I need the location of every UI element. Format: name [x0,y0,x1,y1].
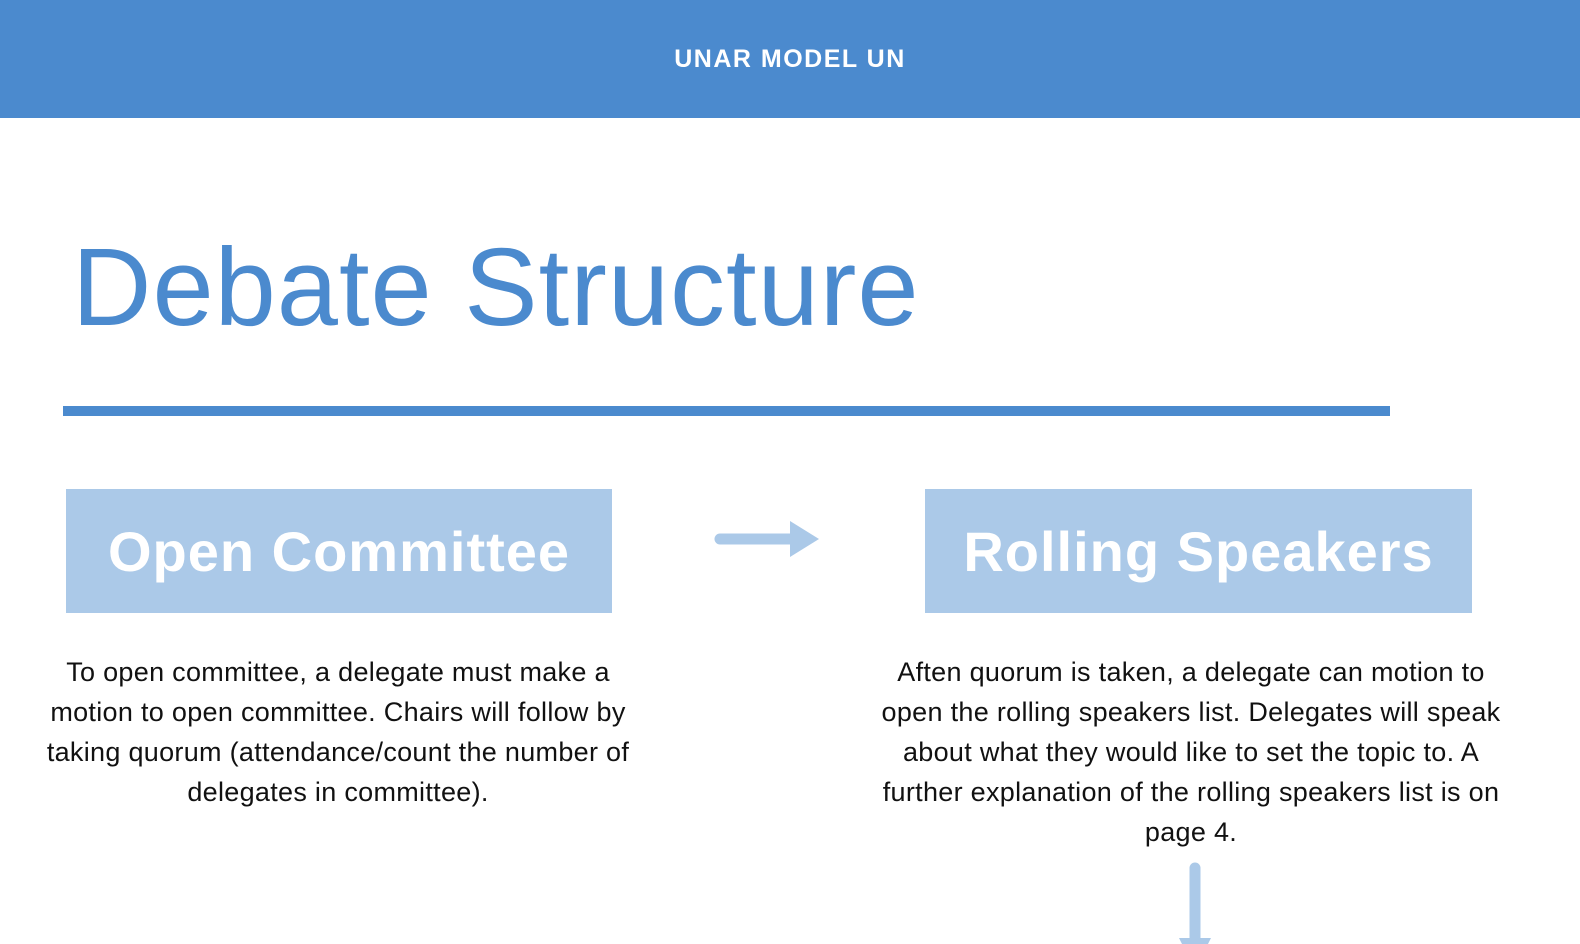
step-box-open-committee: Open Committee [66,489,612,613]
step-heading-open-committee: Open Committee [107,519,571,583]
page-title: Debate Structure [72,226,920,349]
step-box-rolling-speakers: Rolling Speakers [925,489,1472,613]
right-arrow-icon [714,521,819,557]
title-divider [63,406,1390,416]
step-description-open-committee: To open committee, a delegate must make … [46,657,630,807]
step-description-rolling-speakers: Aften quorum is taken, a delegate can mo… [881,657,1501,847]
down-arrow-icon [1179,862,1211,944]
header-title: UNAR MODEL UN [674,44,906,73]
header-bar: UNAR MODEL UN [0,0,1580,118]
step-heading-rolling-speakers: Rolling Speakers [963,519,1434,583]
